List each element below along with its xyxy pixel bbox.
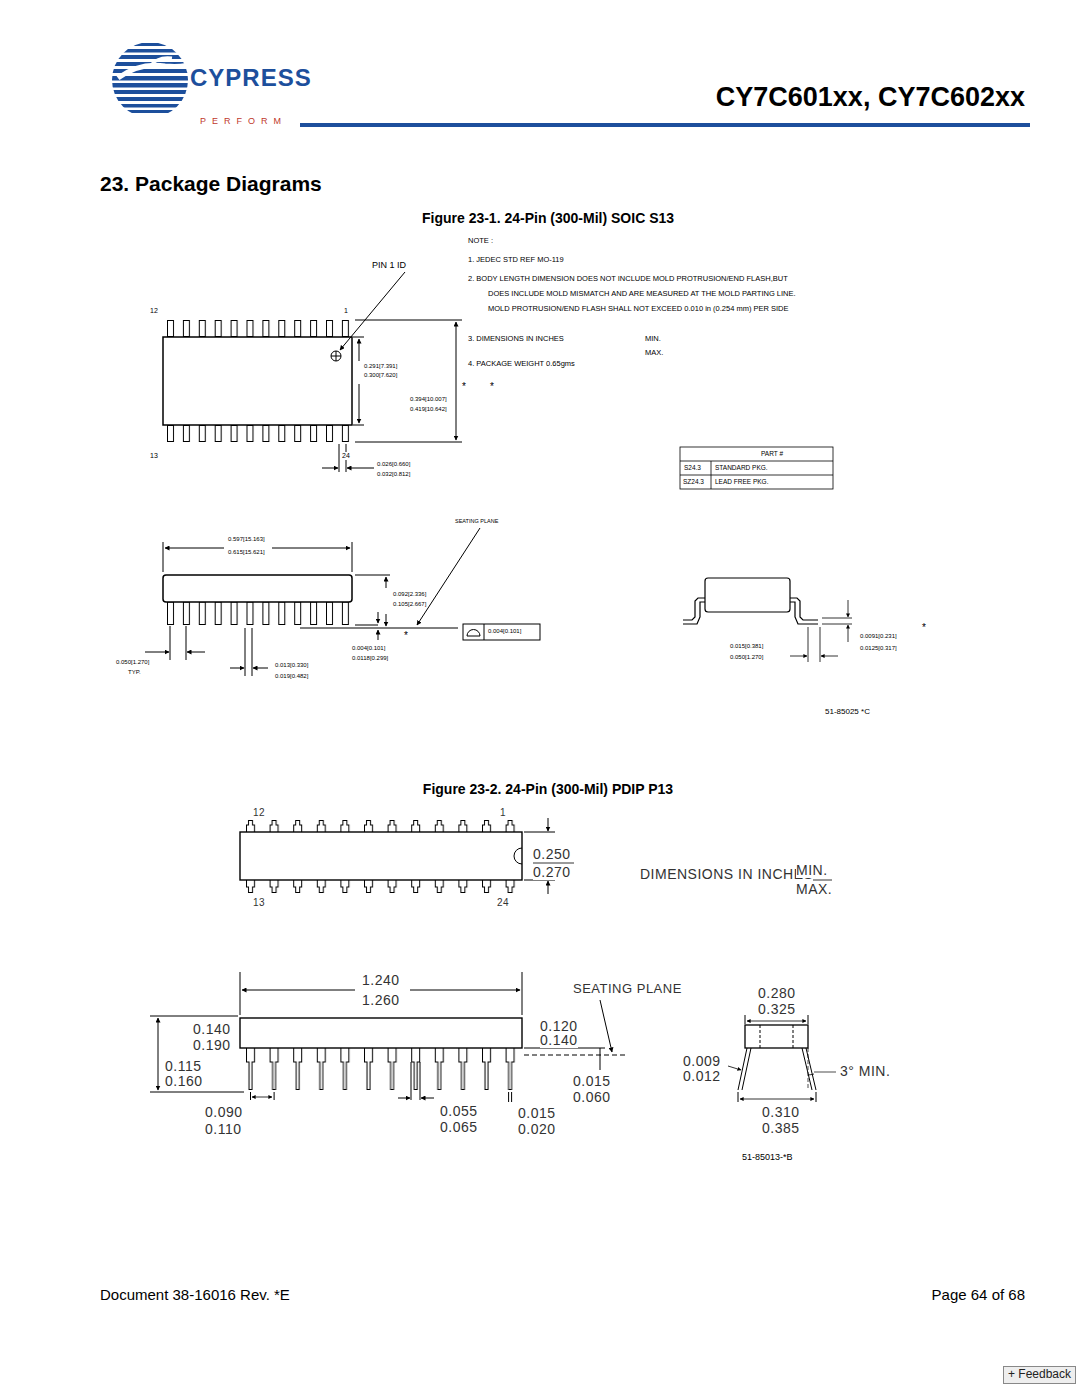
dimension-label: 0.115 [165, 1058, 202, 1074]
dimension-label: 1.260 [362, 992, 400, 1008]
note: DIMENSIONS IN INCHES [640, 866, 813, 882]
part-number-table [680, 447, 833, 489]
section-title: 23. Package Diagrams [100, 172, 322, 196]
dimension-label: 0.013[0.330] [275, 662, 308, 669]
dimension-label: 0.250 [533, 846, 571, 862]
asterisk-mark: * [404, 630, 408, 642]
callout-label: PIN 1 ID [372, 260, 406, 270]
note: NOTE : [468, 237, 493, 246]
soic-top-view [163, 272, 462, 472]
dimension-label: 3° MIN. [840, 1063, 890, 1079]
dimension-label: 0.105[2.667] [393, 601, 426, 608]
document-number: Document 38-16016 Rev. *E [100, 1286, 290, 1303]
figure-caption: Figure 23-1. 24-Pin (300-Mil) SOIC S13 [422, 210, 674, 226]
logo-word: CYPRESS [190, 64, 312, 92]
dimension-label: 0.310 [762, 1104, 800, 1120]
dimension-label: 0.090 [205, 1104, 243, 1120]
callout-label: SEATING PLANE [455, 518, 498, 524]
dimension-label: 0.394[10.007] [410, 396, 447, 403]
logo-tagline: PERFORM [200, 116, 287, 126]
dimension-label: 0.140 [540, 1032, 578, 1048]
note: MIN. [796, 862, 828, 878]
dimension-label: 0.615[15.621] [228, 549, 265, 556]
feedback-button: + Feedback [1003, 1366, 1076, 1384]
drawing-number: 51-85025 *C [825, 707, 870, 716]
dimension-label: 0.055 [440, 1103, 478, 1119]
dimension-label: 0.300[7.620] [364, 372, 397, 379]
pin-number: 12 [150, 307, 158, 315]
dimension-label: 0.019[0.482] [275, 673, 308, 680]
dimension-label: 0.092[2.336] [393, 591, 426, 598]
dimension-label: 0.0091[0.231] [860, 633, 897, 640]
table-cell: STANDARD PKG. [715, 464, 768, 471]
table-cell: S24.3 [684, 464, 701, 471]
header-rule [300, 123, 1030, 127]
dimension-label: 0.065 [440, 1119, 478, 1135]
table-cell: PART # [761, 450, 783, 457]
dimension-label: 0.140 [193, 1021, 231, 1037]
dimension-label: 0.050[1.270] [730, 654, 763, 661]
asterisk-mark: * [490, 381, 494, 393]
drawing-number: 51-85013-*B [742, 1152, 793, 1162]
soic-end-view [683, 578, 852, 662]
note: DOES INCLUDE MOLD MISMATCH AND ARE MEASU… [488, 290, 796, 299]
dimension-label: 0.026[0.660] [377, 461, 410, 468]
dimension-label: 0.032[0.812] [377, 471, 410, 478]
pin-number: 1 [344, 307, 348, 315]
dimension-label: 0.291[7.391] [364, 363, 397, 370]
page-number: Page 64 of 68 [932, 1286, 1025, 1303]
note: MIN. [645, 335, 661, 344]
pdip-side-view [150, 972, 625, 1102]
note: MOLD PROTRUSION/END FLASH SHALL NOT EXCE… [488, 305, 789, 314]
pin-number: 13 [253, 897, 265, 909]
dimension-label: 0.325 [758, 1001, 796, 1017]
asterisk-mark: * [922, 622, 926, 634]
dimension-label: 0.015 [573, 1073, 611, 1089]
document-header: CY7C601xx, CY7C602xx [716, 82, 1025, 113]
dimension-label: TYP. [128, 669, 141, 676]
dimension-label: 0.110 [205, 1121, 242, 1137]
dimension-label: 0.004[0.101] [352, 645, 385, 652]
callout-label: SEATING PLANE [573, 982, 682, 997]
table-cell: LEAD FREE PKG. [715, 478, 768, 485]
dimension-label: 0.270 [533, 864, 571, 880]
note: MAX. [645, 349, 663, 358]
pin-number: 13 [150, 452, 158, 460]
dimension-label: 0.597[15.163] [228, 536, 265, 543]
dimension-label: 0.004[0.101] [488, 628, 521, 635]
asterisk-mark: * [462, 381, 466, 393]
dimension-label: 0.280 [758, 985, 796, 1001]
cypress-logo [110, 43, 196, 113]
dimension-label: 0.160 [165, 1073, 203, 1089]
pin-number: 12 [253, 807, 265, 819]
dimension-label: 0.050[1.270] [116, 659, 149, 666]
dimension-label: 0.009 [683, 1053, 721, 1069]
dimension-label: 0.015 [518, 1105, 556, 1121]
note: 2. BODY LENGTH DIMENSION DOES NOT INCLUD… [468, 275, 788, 284]
dimension-label: 0.012 [683, 1068, 721, 1084]
figure-caption: Figure 23-2. 24-Pin (300-Mil) PDIP P13 [423, 781, 673, 797]
dimension-label: 0.419[10.642] [410, 406, 447, 413]
pin-number: 24 [497, 897, 509, 909]
dimension-label: 0.020 [518, 1121, 556, 1137]
note: MAX. [796, 881, 832, 897]
table-cell: SZ24.3 [683, 478, 704, 485]
pdip-end-view [728, 1015, 836, 1102]
note: 3. DIMENSIONS IN INCHES [468, 335, 564, 344]
dimension-label: 1.240 [362, 972, 400, 988]
dimension-label: 0.015[0.381] [730, 643, 763, 650]
dimension-label: 0.060 [573, 1089, 611, 1105]
dimension-label: 0.0118[0.299] [352, 655, 388, 662]
dimension-label: 0.385 [762, 1120, 800, 1136]
soic-side-view [145, 528, 540, 676]
pin-number: 24 [342, 452, 350, 460]
note: 4. PACKAGE WEIGHT 0.65gms [468, 360, 575, 369]
note: 1. JEDEC STD REF MO-119 [468, 256, 564, 265]
pin-number: 1 [500, 807, 506, 819]
pdip-top-view [240, 818, 832, 894]
dimension-label: 0.190 [193, 1037, 231, 1053]
dimension-label: 0.0125[0.317] [860, 645, 897, 652]
